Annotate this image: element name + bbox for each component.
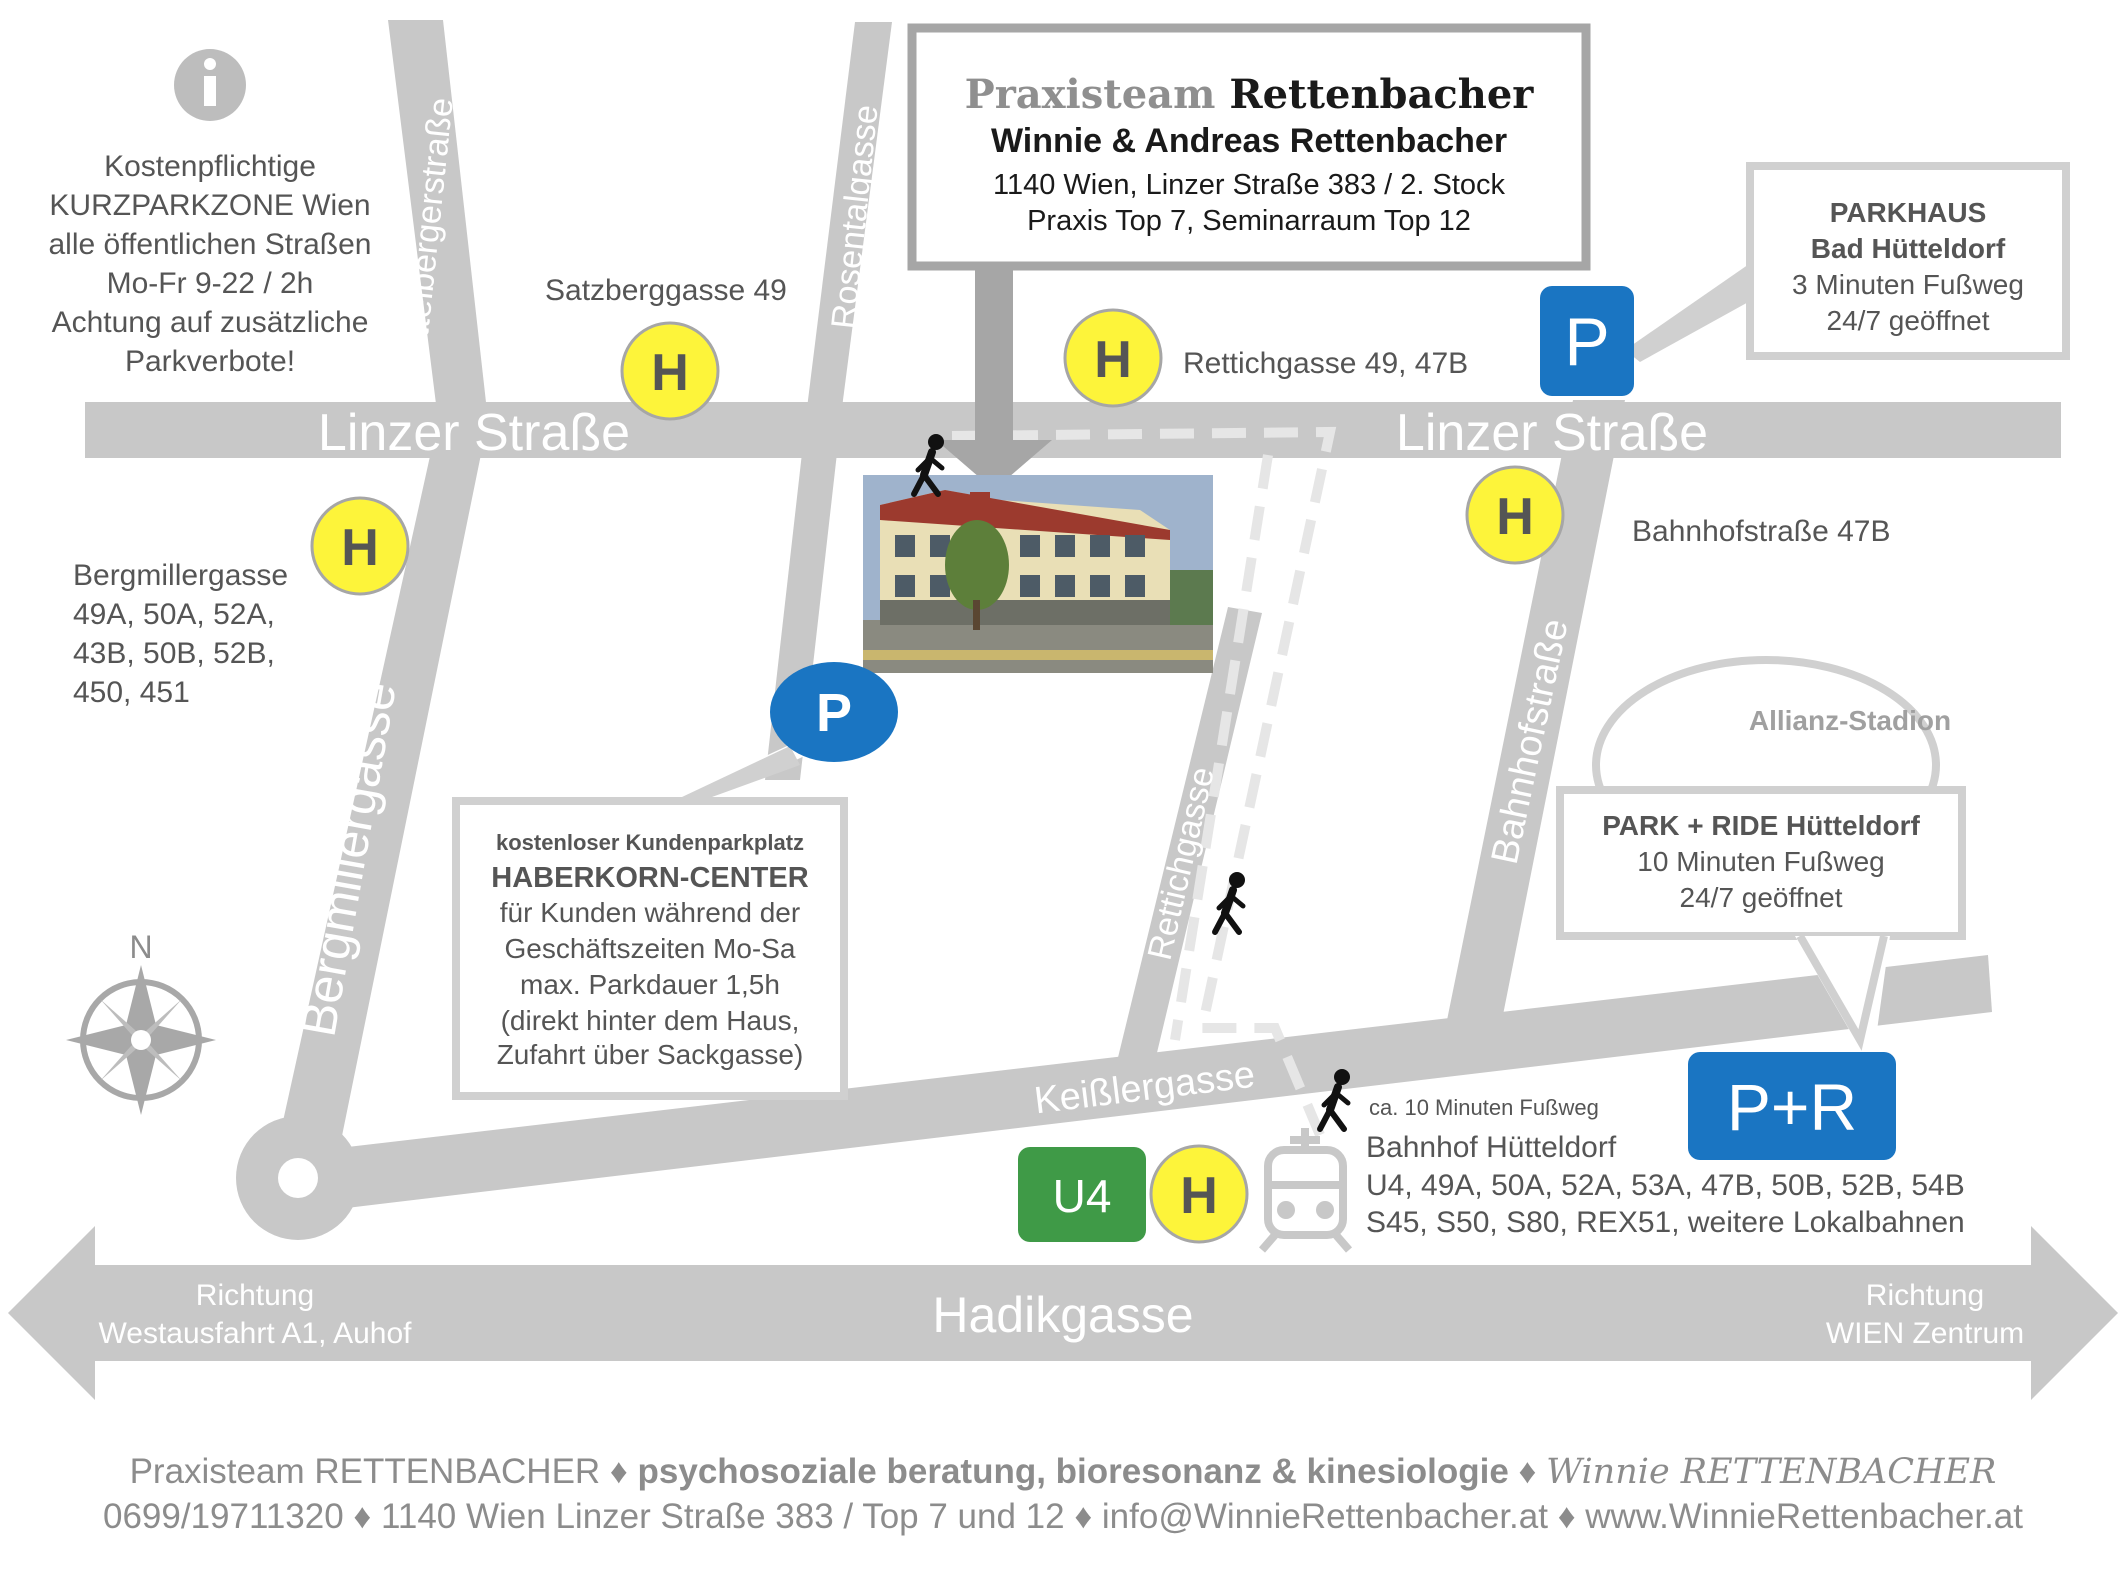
kundenparkplatz-line-1: kostenloser Kundenparkplatz [496, 830, 804, 855]
stop-marker-rettich: H [1063, 308, 1163, 408]
station-walk: ca. 10 Minuten Fußweg [1369, 1095, 1599, 1120]
direction-left-1: Richtung [196, 1279, 314, 1312]
stop-marker-bahnhof: H [1465, 465, 1565, 565]
kundenparkplatz-line-7: Zufahrt über Sackgasse) [497, 1039, 804, 1070]
roundabout-center [278, 1158, 318, 1198]
info-line-2: KURZPARKZONE Wien [49, 189, 370, 222]
info-line-4: Mo-Fr 9-22 / 2h [107, 267, 314, 300]
road-huettelberger [388, 20, 488, 420]
parkhaus-line-4: 24/7 geöffnet [1827, 305, 1990, 336]
walking-route-path [951, 426, 1337, 1137]
footer-signature: Winnie RETTENBACHER [1546, 1452, 1997, 1492]
kundenparkplatz-line-2: HABERKORN-CENTER [491, 862, 808, 894]
road-bahnhof [1445, 400, 1625, 1030]
stop-symbol: H [1094, 331, 1132, 389]
walking-route [951, 426, 1337, 1137]
kundenparkplatz-line-3: für Kunden während der [500, 897, 800, 928]
title-name-dark: Rettenbacher [1229, 71, 1534, 118]
title-address: 1140 Wien, Linzer Straße 383 / 2. Stock [993, 169, 1506, 201]
title-name-space [1215, 71, 1229, 118]
station-lines-1: U4, 49A, 50A, 52A, 53A, 47B, 50B, 52B, 5… [1366, 1169, 1965, 1202]
info-line-3: alle öffentlichen Straßen [49, 228, 372, 261]
stop-symbol: H [1180, 1167, 1218, 1225]
stop-label-rettich: Rettichgasse 49, 47B [1183, 347, 1468, 380]
stadium-label: Allianz-Stadion [1749, 705, 1951, 736]
kundenparkplatz-callout: kostenloser Kundenparkplatz HABERKORN-CE… [452, 740, 848, 1100]
title-arrow [936, 270, 1052, 490]
stop-label-bergmiller-4: 450, 451 [73, 676, 190, 709]
kundenparkplatz-line-6: (direkt hinter dem Haus, [501, 1005, 800, 1036]
stop-symbol: H [1496, 488, 1534, 546]
compass-north: N [129, 929, 152, 965]
footer-separator: ♦ [1508, 1452, 1547, 1491]
parkhaus-line-3: 3 Minuten Fußweg [1792, 269, 2024, 300]
roads [8, 20, 2118, 1400]
street-label-linzer-right: Linzer Straße [1396, 404, 1708, 462]
title-name: Praxisteam Rettenbacher [965, 71, 1535, 118]
footer-practice: Praxisteam RETTENBACHER ♦ [129, 1452, 638, 1491]
parkhaus-line-2: Bad Hütteldorf [1811, 233, 2006, 264]
info-line-1: Kostenpflichtige [104, 150, 316, 183]
parking-marker-parkhaus: P [1540, 286, 1634, 396]
parking-marker-park-ride: P+R [1688, 1052, 1896, 1160]
park-ride-line-2: 10 Minuten Fußweg [1637, 846, 1884, 877]
street-label-linzer-left: Linzer Straße [318, 404, 630, 462]
walking-person-icon [1212, 872, 1246, 935]
title-name-light: Praxisteam [965, 71, 1216, 118]
info-line-5: Achtung auf zusätzliche [52, 306, 369, 339]
stop-label-bergmiller-2: 49A, 50A, 52A, [73, 598, 275, 631]
compass-icon: N [66, 929, 216, 1115]
parking-symbol: P [1564, 304, 1609, 380]
parking-symbol: P [816, 683, 852, 743]
station-name: Bahnhof Hütteldorf [1366, 1131, 1617, 1164]
park-ride-symbol: P+R [1727, 1070, 1857, 1144]
stop-symbol: H [341, 519, 379, 577]
park-ride-line-3: 24/7 geöffnet [1680, 882, 1843, 913]
info-icon [174, 49, 246, 121]
walking-person-icon [911, 434, 945, 497]
footer-line-2: 0699/19711320 ♦ 1140 Wien Linzer Straße … [102, 1497, 2023, 1536]
road-keissler [322, 955, 1992, 1210]
street-label-hadik: Hadikgasse [932, 1287, 1193, 1343]
footer-services: psychosoziale beratung, bioresonanz & ki… [637, 1452, 1509, 1491]
direction-left-2: Westausfahrt A1, Auhof [99, 1317, 413, 1350]
stop-symbol: H [651, 344, 689, 402]
park-ride-callout: Allianz-Stadion PARK + RIDE Hütteldorf 1… [1556, 656, 1966, 1051]
road-hadik [8, 1226, 2118, 1400]
info-block: Kostenpflichtige KURZPARKZONE Wien alle … [49, 49, 372, 378]
u4-badge: U4 [1018, 1147, 1146, 1242]
parkhaus-callout: PARKHAUS Bad Hütteldorf 3 Minuten Fußweg… [1625, 162, 2070, 362]
tram-icon [1258, 1128, 1353, 1253]
direction-right-2: WIEN Zentrum [1826, 1317, 2024, 1350]
stop-label-bergmiller-1: Bergmillergasse [73, 559, 288, 592]
park-ride-line-1: PARK + RIDE Hütteldorf [1602, 810, 1920, 841]
stop-marker-station: H [1149, 1144, 1249, 1244]
title-rooms: Praxis Top 7, Seminarraum Top 12 [1027, 205, 1471, 237]
road-bergmiller [270, 420, 488, 1180]
footer-line-1: Praxisteam RETTENBACHER ♦ psychosoziale … [0, 1452, 2126, 1492]
building-photo [863, 475, 1213, 673]
u4-label: U4 [1053, 1170, 1112, 1222]
station-lines-2: S45, S50, S80, REX51, weitere Lokalbahne… [1366, 1206, 1965, 1239]
info-line-6: Parkverbote! [125, 345, 295, 378]
street-label-rettich: Rettichgasse [1141, 763, 1222, 963]
walking-route-path-2 [1170, 454, 1273, 1041]
kundenparkplatz-line-5: max. Parkdauer 1,5h [520, 969, 780, 1000]
parkhaus-line-1: PARKHAUS [1830, 197, 1987, 228]
walking-person-icon [1317, 1069, 1351, 1132]
stop-label-bergmiller-3: 43B, 50B, 52B, [73, 637, 275, 670]
title-box: Praxisteam Rettenbacher Winnie & Andreas… [907, 23, 1591, 490]
title-persons: Winnie & Andreas Rettenbacher [991, 122, 1507, 160]
parking-marker-kunden: P [770, 662, 898, 762]
kundenparkplatz-line-4: Geschäftszeiten Mo-Sa [504, 933, 795, 964]
direction-right-1: Richtung [1866, 1279, 1984, 1312]
stop-label-bahnhof: Bahnhofstraße 47B [1632, 515, 1891, 548]
stop-marker-satzberg: H [620, 321, 720, 421]
road-rosental [808, 22, 892, 400]
stop-label-satzberg: Satzberggasse 49 [545, 274, 787, 307]
stop-marker-bergmiller: H [310, 496, 410, 596]
